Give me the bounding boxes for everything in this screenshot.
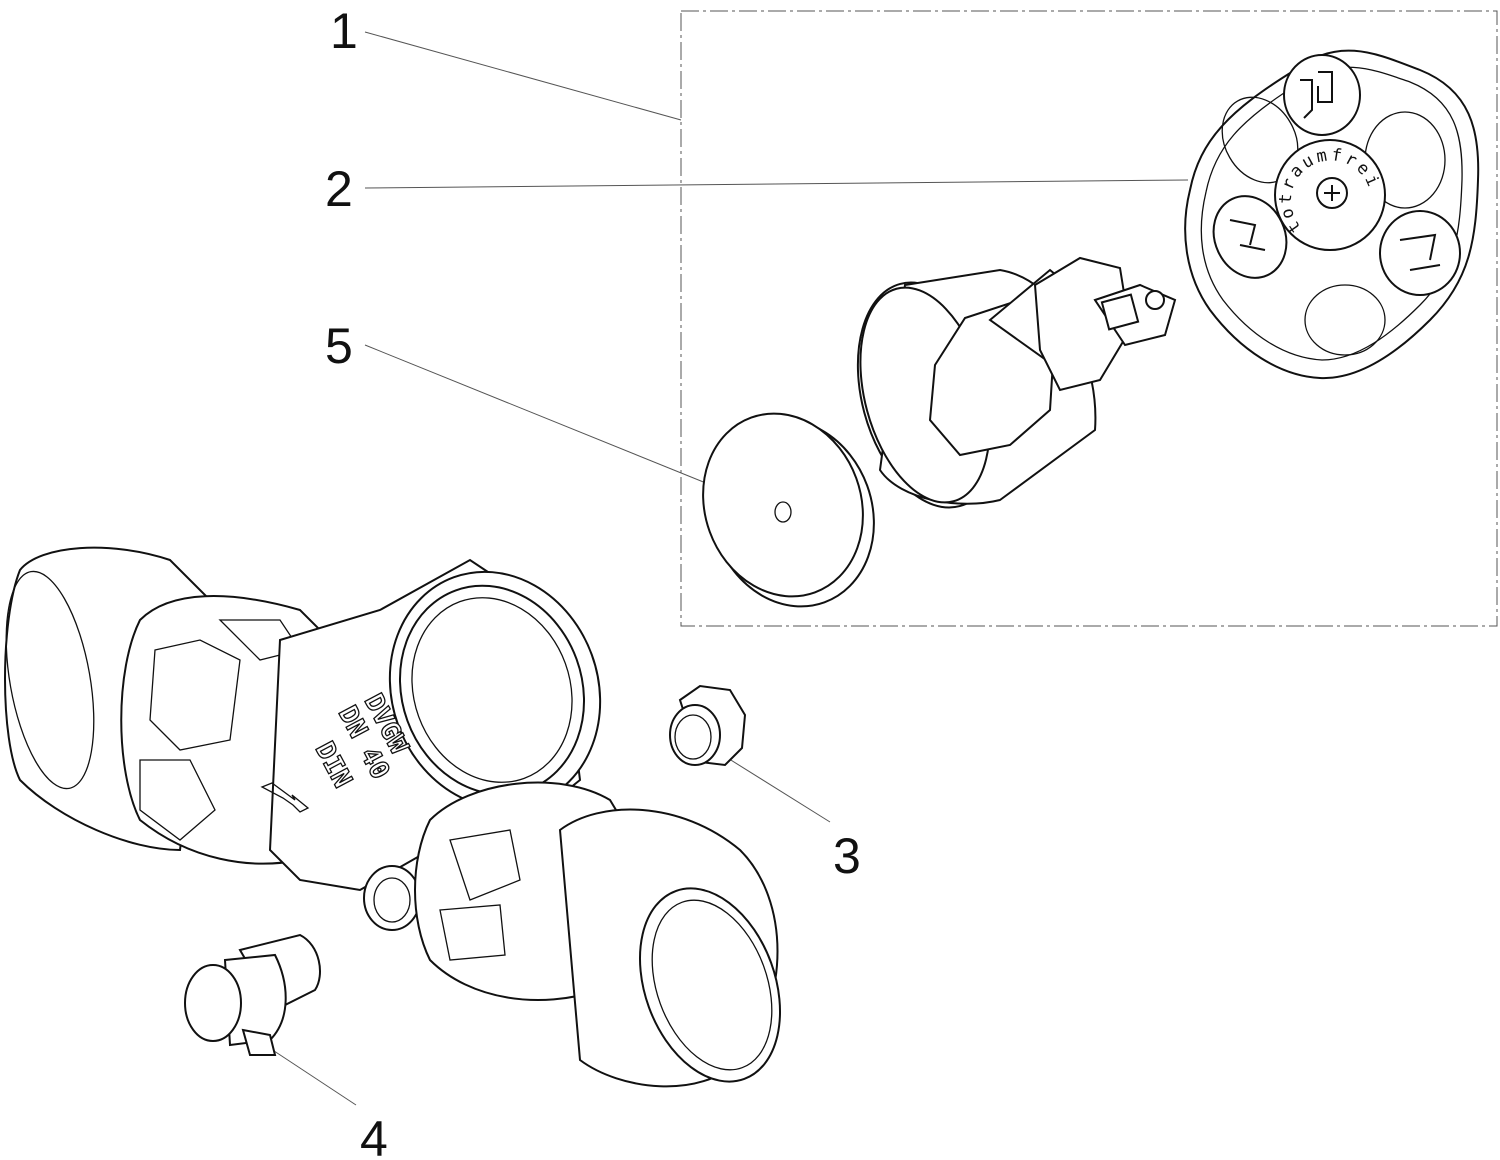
- logo-top: [1283, 54, 1361, 136]
- callout-2: 2: [325, 161, 353, 217]
- valve-body: DVGW DN 40 DIN: [4, 546, 782, 1088]
- plug: [669, 684, 747, 767]
- handwheel: totraumfrei: [1184, 49, 1480, 380]
- leader-line-3: [717, 751, 831, 823]
- disc: [702, 412, 875, 608]
- spindle-top-assembly: [856, 256, 1177, 509]
- callout-1: 1: [330, 3, 358, 59]
- callout-3: 3: [833, 828, 861, 884]
- drain-valve: [184, 933, 321, 1056]
- assembly-group-box: [680, 10, 1498, 627]
- flow-arrow-icon: [260, 782, 310, 813]
- leader-line-1: [364, 31, 682, 121]
- leader-line-4: [261, 1042, 357, 1106]
- leader-line-5: [364, 344, 739, 497]
- leader-line-2: [364, 179, 1189, 189]
- callout-5: 5: [325, 318, 353, 374]
- callout-4: 4: [360, 1111, 388, 1160]
- logo-right: [1379, 210, 1461, 296]
